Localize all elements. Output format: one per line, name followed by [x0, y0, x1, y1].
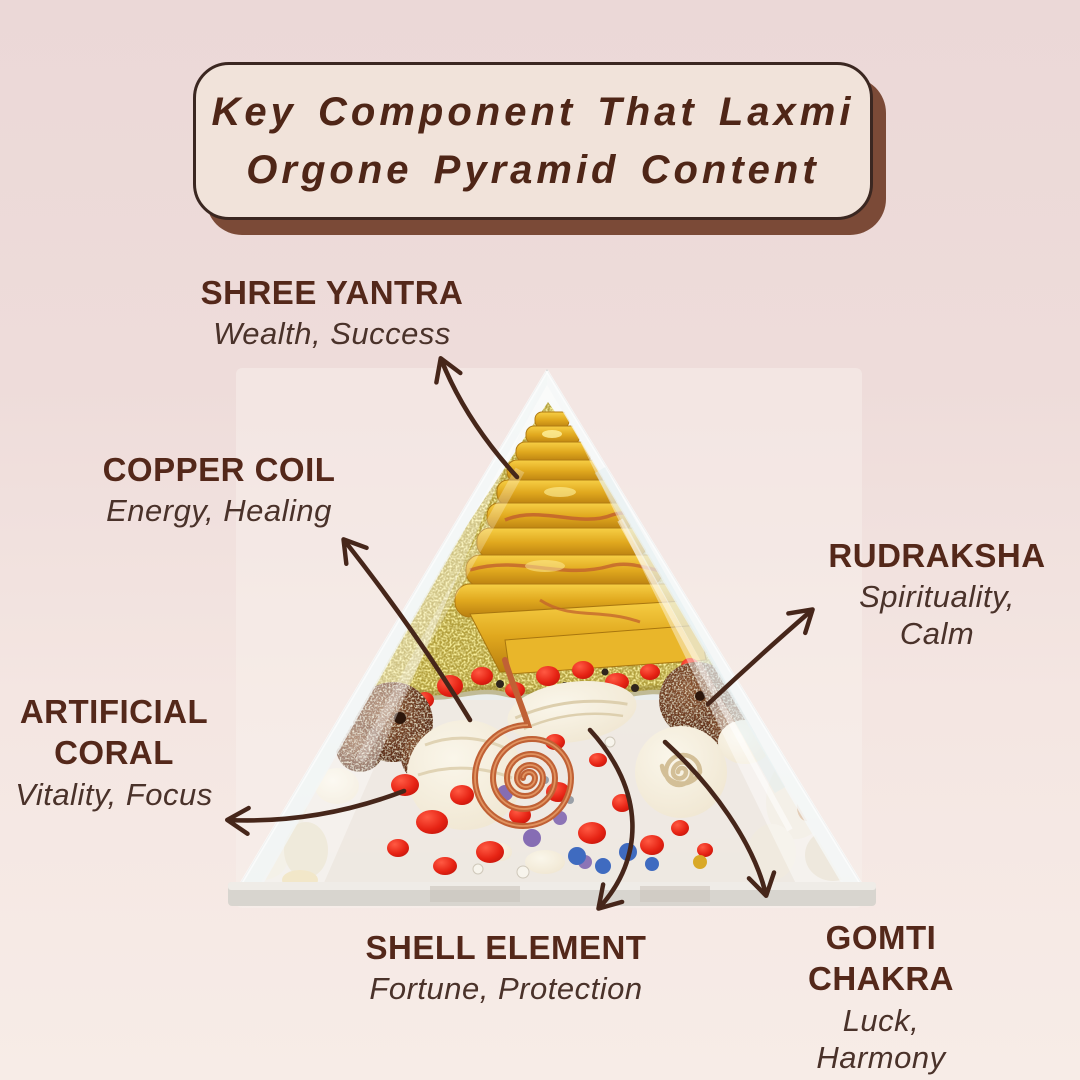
pyramid-base	[228, 882, 876, 906]
label-artificial-coral: ARTIFICIAL CORAL Vitality, Focus	[0, 691, 234, 813]
arrow-to-shell-element	[587, 727, 635, 911]
component-benefits: Spirituality, Calm	[859, 579, 1015, 652]
gomti-chakra-shell	[635, 726, 727, 818]
component-benefits: Fortune, Protection	[369, 971, 643, 1007]
component-benefits: Vitality, Focus	[15, 776, 213, 812]
copper-coil-spiral	[471, 657, 575, 829]
arrow-to-copper-coil	[341, 537, 473, 723]
label-gomti-chakra: GOMTI CHAKRA Luck, Harmony	[782, 917, 981, 1076]
component-benefits: Energy, Healing	[106, 493, 332, 529]
component-name: ARTIFICIAL CORAL	[19, 693, 209, 772]
rudraksha-eye	[394, 712, 406, 724]
component-name: GOMTI CHAKRA	[808, 919, 954, 998]
component-name: COPPER COIL	[102, 451, 336, 488]
arrow-to-artificial-coral	[224, 788, 407, 836]
resin-facets	[234, 370, 868, 893]
arrow-to-shree-yantra	[434, 356, 520, 480]
shell-elements	[315, 680, 772, 874]
component-benefits: Luck, Harmony	[816, 1002, 946, 1075]
title-line-1: Key Component That Laxmi	[211, 90, 855, 134]
component-name: SHREE YANTRA	[200, 274, 464, 311]
title-line-2: Orgone Pyramid Content	[246, 148, 820, 192]
component-name: SHELL ELEMENT	[365, 929, 647, 966]
title-banner: Key Component That Laxmi Orgone Pyramid …	[193, 62, 873, 220]
arrow-to-gomti-chakra	[662, 739, 777, 898]
label-copper-coil: COPPER COIL Energy, Healing	[103, 449, 336, 529]
label-shell-element: SHELL ELEMENT Fortune, Protection	[366, 927, 647, 1007]
component-benefits: Wealth, Success	[213, 316, 451, 352]
component-name: RUDRAKSHA	[828, 537, 1046, 574]
label-rudraksha: RUDRAKSHA Spirituality, Calm	[828, 535, 1045, 653]
label-shree-yantra: SHREE YANTRA Wealth, Success	[201, 272, 464, 352]
arrow-to-rudraksha	[705, 607, 815, 707]
annotation-arrows	[224, 356, 815, 911]
rudraksha-eye	[695, 691, 705, 701]
